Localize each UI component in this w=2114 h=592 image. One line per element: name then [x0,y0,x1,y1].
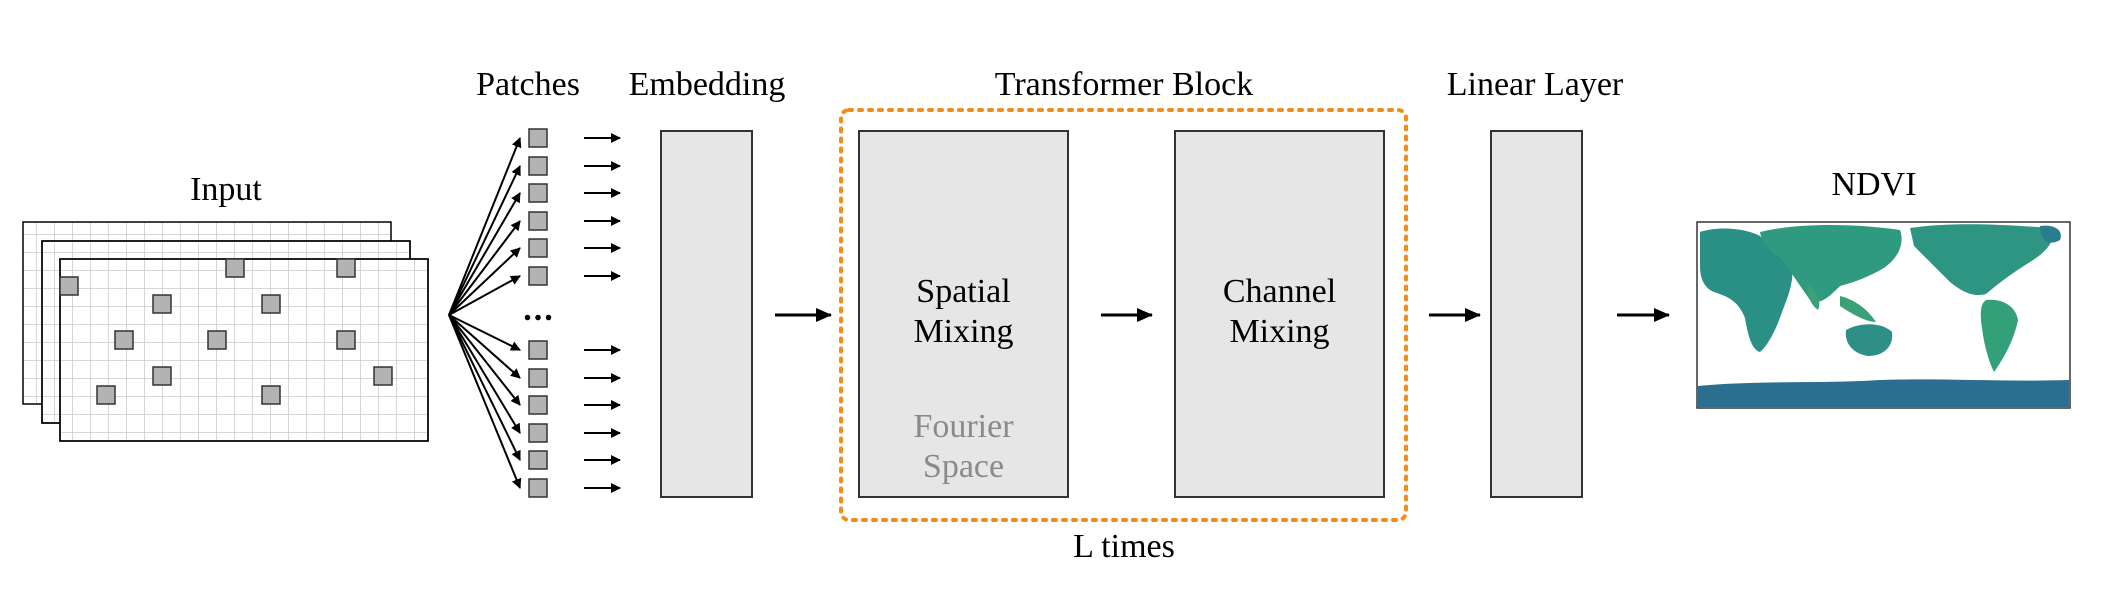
input-patch-markers [59,258,393,405]
patch-square [528,450,548,470]
patch-square [528,128,548,148]
patches-ellipsis: ... [523,291,555,328]
patch-square [528,156,548,176]
ndvi-label: NDVI [1831,166,1917,203]
patch-square [528,266,548,286]
fourier-space-subtitle: Fourier Space [860,407,1067,487]
fan-arrow [448,275,521,316]
patch-square [528,211,548,231]
transformer-block-frame [839,108,1408,522]
spatial-mixing-line1: Spatial [916,273,1011,310]
fourier-space-line2: Space [922,448,1005,485]
fourier-space-line1: Fourier [913,408,1014,445]
patch-square [528,340,548,360]
fan-arrow [448,137,522,316]
spatial-mixing-title: Spatial Mixing [860,272,1067,352]
patch-square [528,423,548,443]
linear-layer-label: Linear Layer [1446,66,1624,103]
channel-mixing-line1: Channel [1222,273,1337,310]
fan-arrow [448,314,521,351]
input-patch [59,276,79,296]
fan-arrow [448,165,521,316]
input-patch [373,366,393,386]
input-grid-stack [22,221,429,442]
channel-mixing-line2: Mixing [1229,313,1330,350]
channel-mixing-box: Channel Mixing [1174,130,1385,498]
patch-squares [528,128,548,498]
fan-arrow [448,247,521,316]
fan-arrow [448,314,521,434]
fan-arrow [448,220,521,316]
input-patch [261,294,281,314]
input-patch [336,258,356,278]
spatial-mixing-line2: Mixing [913,313,1014,350]
patches-label: Patches [476,66,580,103]
input-label: Input [190,171,262,208]
input-patch [336,330,356,350]
channel-mixing-title: Channel Mixing [1176,272,1383,352]
patch-square [528,368,548,388]
input-patch [225,258,245,278]
linear-layer-box [1490,130,1583,498]
fan-arrow [448,314,521,461]
fan-arrow [448,314,521,379]
patch-square [528,478,548,498]
fan-arrow [448,192,521,316]
transformer-block-label: Transformer Block [994,66,1254,103]
input-patch [96,385,116,405]
patch-square [528,183,548,203]
patch-square [528,238,548,258]
input-patch [152,366,172,386]
input-patch [207,330,227,350]
embedding-label: Embedding [628,66,786,103]
fan-arrow [448,314,522,489]
l-times-label: L times [1073,528,1175,565]
patch-square [528,395,548,415]
world-ndvi-map-icon [1696,221,2071,409]
input-patch [152,294,172,314]
patch-to-embedding-arrows [584,133,621,493]
fan-arrow [448,314,521,406]
embedding-box [660,130,753,498]
patch-fan-arrows [448,137,522,489]
input-patch [114,330,134,350]
spatial-mixing-box: Spatial Mixing Fourier Space [858,130,1069,498]
input-patch [261,385,281,405]
